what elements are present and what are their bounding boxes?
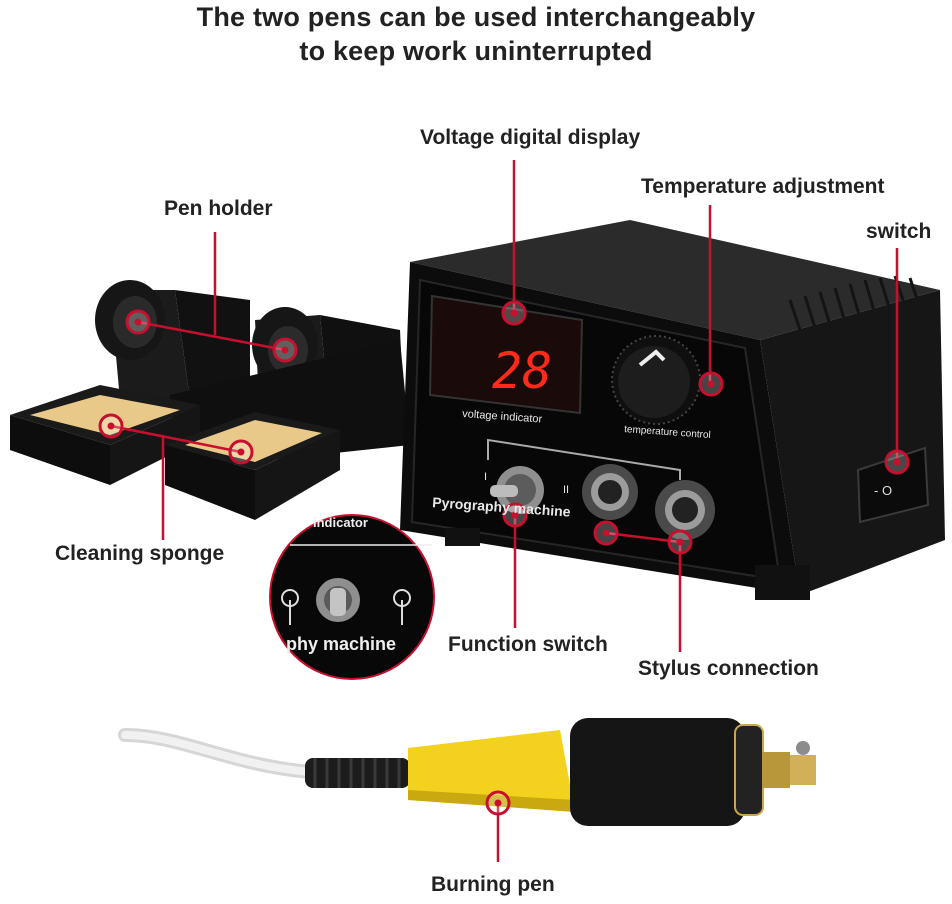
position-one-label: I — [484, 471, 487, 483]
voltage-indicator-label: voltage indicator — [462, 408, 543, 426]
headline-line-2: to keep work uninterrupted — [299, 36, 653, 66]
label-switch: switch — [866, 220, 932, 243]
burning-pen-illustration — [118, 718, 816, 826]
label-stylus-connection: Stylus connection — [638, 657, 819, 680]
target-sponge-right — [228, 439, 254, 465]
sponge-tray-right — [165, 412, 340, 520]
label-burning-pen: Burning pen — [431, 873, 555, 896]
label-function-switch: Function switch — [448, 633, 608, 656]
target-pen-holder-right — [272, 337, 298, 363]
target-voltage-display — [501, 300, 527, 326]
target-sponge-left — [98, 413, 124, 439]
target-function-switch — [502, 502, 528, 528]
led-display-value: 28 — [492, 342, 552, 400]
headline-line-1: The two pens can be used interchangeably — [196, 2, 756, 32]
position-two-label: II — [563, 484, 569, 496]
target-stylus-socket-2 — [667, 529, 693, 555]
label-cleaning-sponge: Cleaning sponge — [55, 542, 225, 565]
target-burning-pen — [485, 790, 511, 816]
target-pen-holder-left — [125, 309, 151, 335]
target-power-switch — [884, 449, 910, 475]
power-switch-symbols: - O — [874, 483, 892, 498]
callout-targets — [98, 300, 910, 816]
label-pen-holder: Pen holder — [164, 197, 273, 220]
target-stylus-socket-1 — [593, 520, 619, 546]
target-temperature-knob — [698, 371, 724, 397]
sponge-tray-left — [10, 385, 200, 485]
callout-lines — [110, 160, 899, 862]
function-switch-zoom-inset — [269, 514, 435, 680]
label-voltage-digital-display: Voltage digital display — [420, 126, 641, 149]
inset-machine-text: phy machine — [286, 634, 396, 654]
inset-indicator-text: indicator — [313, 515, 368, 530]
label-temperature-adjustment: Temperature adjustment — [641, 175, 885, 198]
pyrography-unit — [400, 220, 945, 600]
